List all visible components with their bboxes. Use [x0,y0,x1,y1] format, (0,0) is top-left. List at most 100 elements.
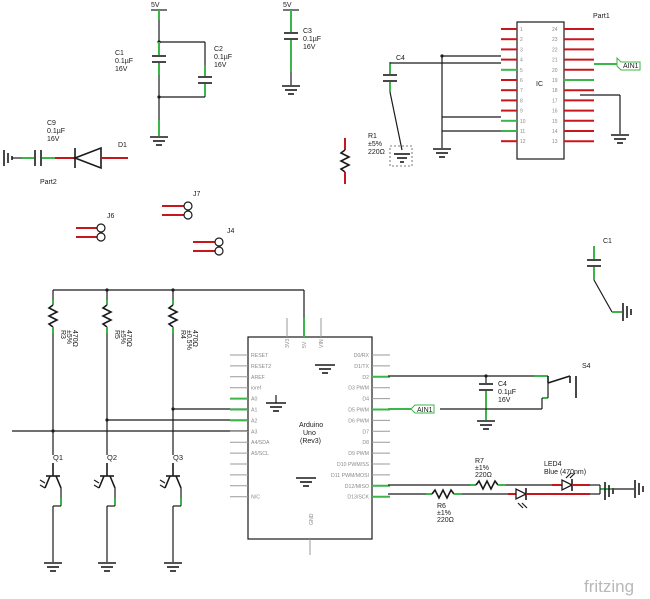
d1-name: D1 [118,142,127,149]
c3-supply-label: 5V [283,2,292,9]
c1-voltage: 16V [115,66,128,73]
arduino-right-pin-label: D1/TX [354,364,369,370]
arduino-left-pin: A1 [230,408,257,414]
arduino-right-pin: D7 [362,429,390,435]
part1-left-pin-number: 8 [520,98,523,104]
part1-left-pin-number: 1 [520,27,523,33]
part1-right-pin: 20 [552,68,594,74]
c9-value: 0.1µF [47,128,65,135]
r1-name: R1 [368,133,377,140]
r6-name: R6 [437,503,446,510]
part1-right-pin-number: 24 [552,27,558,33]
arduino-left-pin-label: A3 [251,429,257,435]
r7-r6-led-block: R7 ±1% 220Ω LED4 Blue (470nm) R6 ±1% 220… [388,458,644,524]
arduino-right-pin-label: D6 PWM [348,418,369,424]
arduino-right-pin: D9 PWM [348,451,390,457]
c3-voltage: 16V [303,44,316,51]
part1-right-pin: 13 [552,139,594,145]
q3-phototransistor: Q3 [159,453,183,572]
part1-right-pin-number: 20 [552,68,558,74]
arduino-left-pin: ioref [230,386,262,392]
arduino-left-pin: A5/SCL [230,451,269,457]
r6-resistor [431,488,455,500]
r7-resistor [475,479,499,491]
q3-name: Q3 [173,453,183,462]
arduino-left-pin: AREF [230,375,265,381]
led4-desc: Blue (470nm) [544,469,586,476]
part1-left-pin-number: 4 [520,58,523,64]
part1-ic-label: IC [536,81,543,88]
part1-left-pin-number: 10 [520,119,526,125]
part1-right-pin: 22 [552,47,594,53]
c3-block: 5V C3 0.1µF 16V [282,2,321,95]
arduino-left-pin: N/C [230,495,260,501]
ain1-net-label-bottom [410,404,435,414]
part1-left-pin: 12 [501,139,526,145]
c2-name: C2 [214,46,223,53]
r1-resistor-zigzag [339,149,351,173]
arduino-left-pin-label: A1 [251,408,257,414]
fritzing-logo: fritzing [584,577,634,596]
r1-value: 220Ω [368,149,385,156]
c1-right-block: C1 [587,238,632,321]
part1-right-pin: 16 [552,109,594,115]
part1-name: Part1 [593,13,610,20]
part1-left-pin: 4 [501,58,523,64]
part1-right-pin: 17 [552,98,594,104]
part1-left-pin: 3 [501,47,523,53]
r4-value: 470Ω [191,330,198,347]
arduino-right-pin: D4 [362,397,390,403]
arduino-left-pin-label: RESET2 [251,364,271,370]
j6-name: J6 [107,213,115,220]
fritzing-logo-text: fritzing [584,577,634,596]
resistor-ladder: R3 ±5% 470Ω R5 ±5% 470Ω R4 ±0.5% 470Ω [12,288,305,455]
arduino-right-pin: D1/TX [354,364,390,370]
part1-right-pin: 21 [552,58,594,64]
part1-right-pin-number: 17 [552,98,558,104]
led4-name: LED4 [544,461,562,468]
arduino-right-pin-label: D0/RX [354,353,370,359]
part1-left-pin: 9 [501,109,523,115]
arduino-gnd-pin: GND [309,513,315,525]
arduino-right-pin: D2 [362,375,390,381]
c1-right-name: C1 [603,238,612,245]
part1-right-pin: 18 [552,88,594,94]
r5-name: R5 [113,330,120,339]
r4-tolerance: ±0.5% [185,330,192,350]
arduino-left-pin-label: RESET [251,353,269,359]
part1-left-pin-number: 12 [520,139,526,145]
arduino-right-pin-label: D9 PWM [348,451,369,457]
arduino-model: Uno [303,430,316,437]
arduino-right-pin-label: D4 [362,397,369,403]
q2-name: Q2 [107,453,117,462]
part1-right-pin-number: 13 [552,139,558,145]
r6-value: 220Ω [437,517,454,524]
j7-name: J7 [193,191,201,198]
arduino-left-pin: RESET [230,353,269,359]
s4-name: S4 [582,363,591,370]
part1-left-pin: 11 [501,129,525,135]
r4-resistor [167,304,179,328]
part1-left-pin-number: 2 [520,37,523,43]
part1-right-pin: 15 [552,119,594,125]
part1-body [516,21,565,160]
c9-d1-block: C9 0.1µF 16V D1 Part2 [3,120,128,186]
supply-label-5v: 5V [151,2,160,9]
r3-tolerance: ±5% [65,330,72,344]
c3-value: 0.1µF [303,36,321,43]
arduino-right-pin-label: D13/SCK [347,495,369,501]
arduino-right-pin: D13/SCK [347,495,390,501]
j4-connector: J4 [193,228,235,256]
arduino-title: Arduino [299,422,323,429]
part1-left-pin-number: 7 [520,88,523,94]
arduino-left-pin-label: N/C [251,495,260,501]
part1-left-pin-number: 3 [520,47,523,53]
part1-left-pin-number: 6 [520,78,523,84]
arduino-right-pin-label: D8 [362,440,369,446]
part1-right-pin-number: 14 [552,129,558,135]
arduino-left-pin-label: A0 [251,397,257,403]
ain1-top-text: AIN1 [623,63,639,70]
r6-tolerance: ±1% [437,510,451,517]
